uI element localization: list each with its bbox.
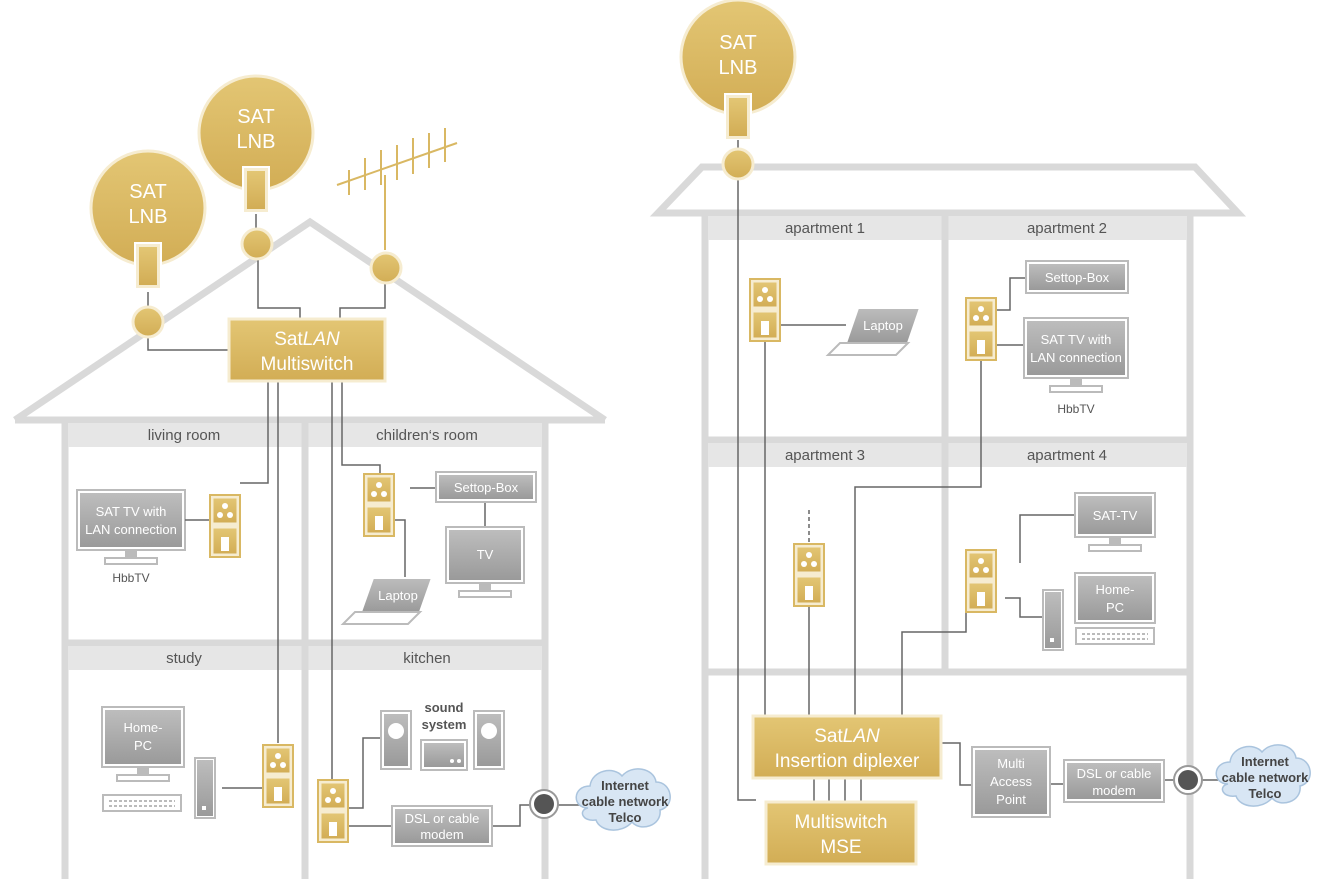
wall-socket [262, 744, 294, 808]
lnb-label-line2: LNB [719, 57, 758, 79]
coax-connector [240, 227, 274, 261]
laptop-icon: Laptop [340, 577, 434, 625]
device-label: Laptop [863, 318, 903, 333]
sat-tv-lan-device: SAT TV with LAN connection HbbTV [76, 489, 186, 585]
multi-access-point: Multi Access Point [971, 746, 1051, 818]
internet-connector [1173, 765, 1203, 795]
house-wiring [147, 244, 580, 827]
svg-text:SatLAN: SatLAN [274, 329, 340, 350]
device-label: SAT-TV [1093, 508, 1138, 523]
multiswitch-brand-b: LAN [303, 329, 340, 350]
device-label: LAN connection [85, 522, 177, 537]
diplexer-brand-a: Sat [814, 726, 843, 747]
device-label: modem [1092, 783, 1135, 798]
device-label: Access [990, 774, 1032, 789]
house-structure [13, 217, 607, 879]
lnb-label-line1: SAT [237, 106, 274, 128]
internet-cloud-icon: Internet cable network Telco [1215, 744, 1311, 807]
multiswitch-mse: Multiswitch MSE [764, 800, 918, 866]
settop-box: Settop-Box [1025, 260, 1129, 294]
home-pc: Home- PC [101, 706, 216, 819]
internet-connector [529, 789, 559, 819]
multiswitch-brand-a: Sat [274, 329, 303, 350]
lnb-label-line1: SAT [129, 181, 166, 203]
settop-box: Settop-Box [435, 471, 537, 503]
device-label: Telco [609, 810, 642, 825]
room-label-kitchen: kitchen [403, 650, 451, 667]
lnb-label-line1: SAT [719, 32, 756, 54]
room-label-childrens-room: children‘s room [376, 427, 478, 444]
house: living room children‘s room study kitche… [13, 74, 671, 879]
device-label: PC [1106, 600, 1124, 615]
wall-socket [965, 297, 997, 361]
dsl-cable-modem: DSL or cable modem [1063, 759, 1165, 803]
lnb-label-line2: LNB [237, 131, 276, 153]
device-label: Internet [601, 778, 649, 793]
dsl-cable-modem: DSL or cable modem [391, 805, 493, 847]
sat-lnb-2: SAT LNB [197, 74, 315, 261]
diplexer-label: Insertion diplexer [775, 751, 920, 772]
diplexer-brand-b: LAN [843, 726, 880, 747]
terrestrial-antenna-icon [336, 128, 458, 285]
building-wiring [737, 178, 1218, 805]
device-label: MSE [820, 837, 861, 858]
coax-connector [131, 305, 165, 339]
device-label: SAT TV with [1041, 332, 1112, 347]
wall-socket [317, 779, 349, 843]
sat-tv-device: SAT-TV [1074, 492, 1156, 552]
svg-text:SatLAN: SatLAN [814, 726, 880, 747]
laptop-icon: Laptop [825, 307, 922, 356]
coax-connector [721, 147, 755, 181]
device-label: Home- [1095, 582, 1134, 597]
device-label: modem [420, 827, 463, 842]
device-label: Multi [997, 756, 1025, 771]
multiswitch-label: Multiswitch [261, 354, 354, 375]
device-label: Home- [123, 720, 162, 735]
lnb-label-line2: LNB [129, 206, 168, 228]
hbbtv-label: HbbTV [112, 571, 149, 585]
device-label: Internet [1241, 754, 1289, 769]
sat-lnb-1: SAT LNB [89, 149, 207, 339]
home-pc: Home- PC [1042, 572, 1156, 651]
device-label: cable network [582, 794, 669, 809]
room-label-apartment-1: apartment 1 [785, 220, 865, 237]
device-label: PC [134, 738, 152, 753]
device-label: cable network [1222, 770, 1309, 785]
coax-connector [369, 251, 403, 285]
device-label: Settop-Box [454, 480, 519, 495]
device-label: Settop-Box [1045, 270, 1110, 285]
device-label: LAN connection [1030, 350, 1122, 365]
room-label-apartment-4: apartment 4 [1027, 447, 1107, 464]
sat-lnb-building: SAT LNB [679, 0, 797, 181]
device-label: Laptop [378, 588, 418, 603]
wall-socket [793, 543, 825, 607]
satlan-insertion-diplexer: SatLAN Insertion diplexer [751, 714, 943, 780]
wall-socket [965, 549, 997, 613]
room-label-apartment-2: apartment 2 [1027, 220, 1107, 237]
device-label: Point [996, 792, 1026, 807]
device-label: Telco [1249, 786, 1282, 801]
device-label: TV [477, 547, 494, 562]
device-label: SAT TV with [96, 504, 167, 519]
room-label-living-room: living room [148, 427, 221, 444]
tv-device: TV [445, 526, 525, 598]
wall-socket [363, 473, 395, 537]
device-label: sound [425, 700, 464, 715]
room-label-study: study [166, 650, 202, 667]
wall-socket [749, 278, 781, 342]
device-label: DSL or cable [1077, 766, 1152, 781]
device-label: Multiswitch [795, 812, 888, 833]
sound-system: sound system [380, 700, 505, 771]
internet-cloud-icon: Internet cable network Telco [575, 768, 671, 831]
satlan-multiswitch: SatLAN Multiswitch [227, 317, 387, 383]
room-label-apartment-3: apartment 3 [785, 447, 865, 464]
apartment-building: apartment 1 apartment 2 apartment 3 apar… [649, 0, 1311, 879]
wall-socket [209, 494, 241, 558]
sat-tv-lan-device: SAT TV with LAN connection HbbTV [1023, 317, 1129, 416]
hbbtv-label: HbbTV [1057, 402, 1094, 416]
device-label: DSL or cable [405, 811, 480, 826]
device-label: system [422, 717, 467, 732]
